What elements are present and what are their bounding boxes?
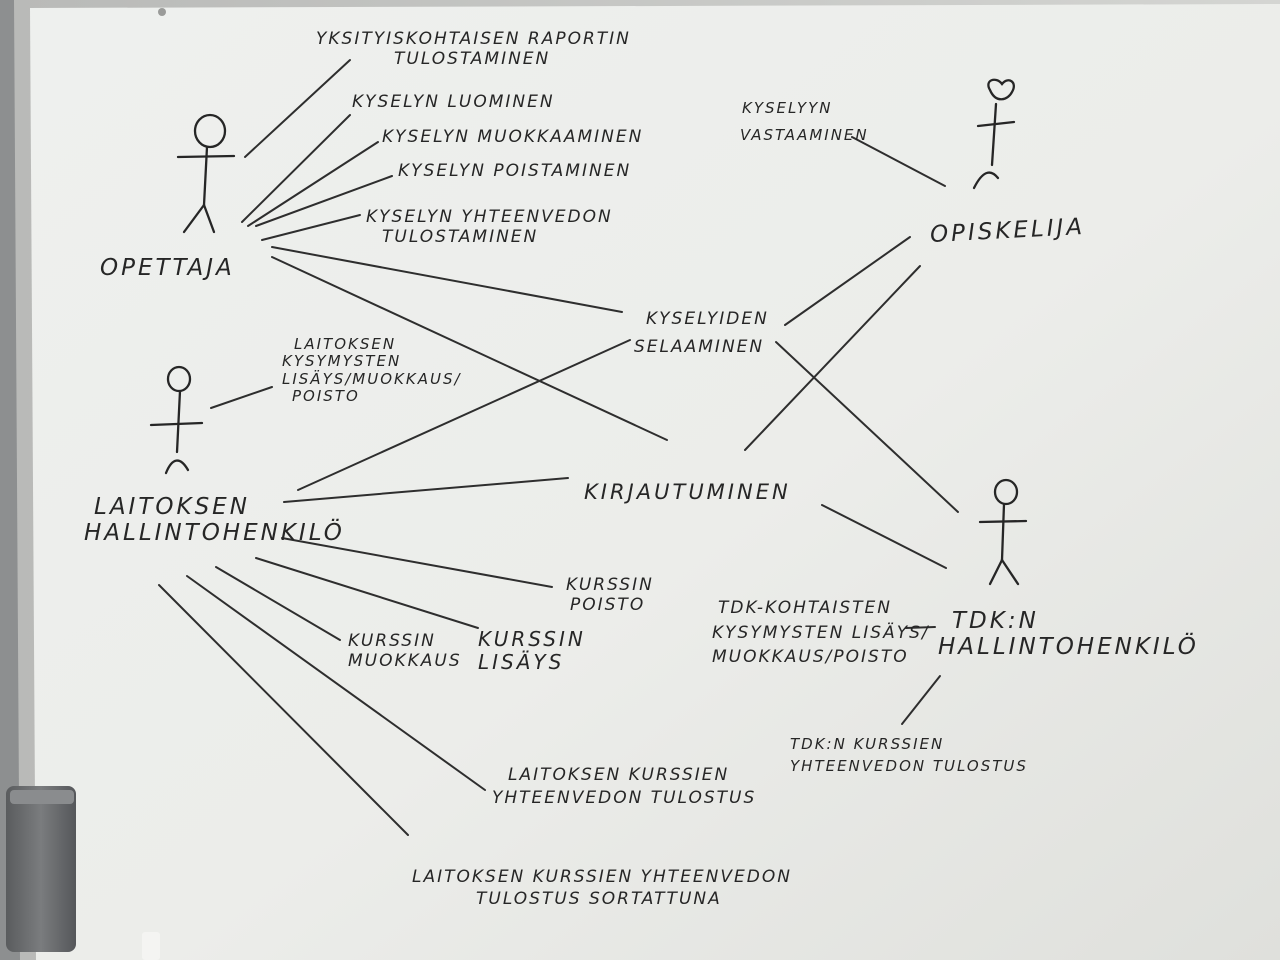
usecase-kurssin-lisays-line2: LISÄYS — [478, 650, 565, 674]
actor-label-tdk-hallintohenkilo: TDK:N HALLINTOHENKILÖ — [938, 608, 1199, 661]
usecase-kurssin-lisays-line1: KURSSIN — [478, 627, 586, 651]
usecase-raportin-tulostaminen: YKSITYISKOHTAISEN RAPORTIN TULOSTAMINEN — [316, 29, 631, 69]
usecase-kirjautuminen: KIRJAUTUMINEN — [584, 480, 791, 504]
actor-tdk-figure — [978, 478, 1028, 586]
usecase-selaaminen-line1: KYSELYIDEN — [646, 309, 769, 329]
usecase-laitos-yhteenveto-line1: LAITOKSEN KURSSIEN — [508, 765, 730, 785]
usecase-kyselyn-luominen: KYSELYN LUOMINEN — [352, 92, 555, 112]
usecase-vastaaminen-line2: VASTAAMINEN — [740, 126, 869, 145]
actor-opiskelija-figure — [972, 78, 1016, 190]
usecase-raportti-line1: YKSITYISKOHTAISEN RAPORTIN — [316, 29, 631, 49]
whiteboard-surface — [30, 4, 1280, 960]
actor-label-tdk-line1: TDK:N — [952, 608, 1039, 634]
usecase-tdk-yhteenvedon-tulostus: TDK:N KURSSIEN YHTEENVEDON TULOSTUS — [790, 734, 1028, 778]
usecase-kurssin-poisto: KURSSIN POISTO — [566, 575, 654, 615]
usecase-yhteenveto-line1: KYSELYN YHTEENVEDON — [366, 207, 613, 227]
usecase-tdk-kysymykset-line3: MUOKKAUS/POISTO — [712, 647, 909, 668]
usecase-kurssin-poisto-line2: POISTO — [570, 594, 646, 615]
usecase-tdk-yhteenveto-line1: TDK:N KURSSIEN — [790, 735, 945, 753]
usecase-kysymykset-line1: LAITOKSEN — [294, 335, 397, 353]
usecase-lajiteltu-line2: TULOSTUS SORTATTUNA — [476, 889, 722, 910]
eraser — [6, 786, 76, 952]
usecase-kysymykset-line4: POISTO — [292, 386, 360, 405]
usecase-laitos-yhteenveto-line2: YHTEENVEDON TULOSTUS — [492, 787, 757, 808]
usecase-kyselyyn-vastaaminen: KYSELYYN VASTAAMINEN — [740, 99, 869, 145]
actor-label-laitoksen-hallintohenkilo: LAITOKSEN HALLINTOHENKILÖ — [84, 494, 345, 547]
usecase-kyselyn-poistaminen: KYSELYN POISTAMINEN — [398, 161, 632, 181]
actor-label-opettaja: OPETTAJA — [100, 255, 235, 281]
usecase-kyselyn-muokkaaminen: KYSELYN MUOKKAAMINEN — [382, 127, 644, 147]
usecase-lajiteltu-tulostus: LAITOKSEN KURSSIEN YHTEENVEDON TULOSTUS … — [412, 866, 792, 910]
usecase-kyselyiden-selaaminen: KYSELYIDEN SELAAMINEN — [634, 309, 769, 357]
actor-opettaja-figure — [176, 113, 236, 234]
board-screw — [158, 8, 166, 16]
usecase-vastaaminen-line1: KYSELYYN — [742, 99, 833, 117]
usecase-laitoksen-yhteenvedon-tulostus: LAITOKSEN KURSSIEN YHTEENVEDON TULOSTUS — [492, 764, 756, 810]
usecase-raportti-line2: TULOSTAMINEN — [394, 48, 551, 69]
actor-label-laitos-line1: LAITOKSEN — [94, 494, 250, 520]
usecase-kurssin-muokkaus-line1: KURSSIN — [348, 631, 436, 651]
actor-laitos-figure — [149, 365, 204, 475]
usecase-tdk-yhteenveto-line2: YHTEENVEDON TULOSTUS — [790, 756, 1028, 775]
usecase-laitoksen-kysymykset: LAITOKSEN KYSYMYSTEN LISÄYS/MUOKKAUS/ PO… — [282, 335, 462, 405]
actor-label-laitos-line2: HALLINTOHENKILÖ — [84, 520, 345, 547]
usecase-kurssin-lisays: KURSSIN LISÄYS — [478, 628, 586, 674]
association-lines — [158, 59, 959, 836]
usecase-yhteenveto-line2: TULOSTAMINEN — [382, 226, 539, 247]
usecase-selaaminen-line2: SELAAMINEN — [634, 336, 765, 357]
usecase-kurssin-muokkaus-line2: MUOKKAUS — [348, 650, 462, 671]
usecase-tdk-kysymykset: TDK-KOHTAISTEN KYSYMYSTEN LISÄYS/ MUOKKA… — [712, 596, 930, 670]
usecase-kurssin-poisto-line1: KURSSIN — [566, 575, 654, 595]
usecase-kurssin-muokkaus: KURSSIN MUOKKAUS — [348, 631, 462, 671]
usecase-kyselyn-yhteenvedon-tulostaminen: KYSELYN YHTEENVEDON TULOSTAMINEN — [366, 207, 613, 247]
actor-label-tdk-line2: HALLINTOHENKILÖ — [938, 634, 1199, 661]
usecase-tdk-kysymykset-line1: TDK-KOHTAISTEN — [718, 598, 893, 618]
usecase-kysymykset-line2: KYSYMYSTEN — [282, 352, 402, 371]
usecase-tdk-kysymykset-line2: KYSYMYSTEN LISÄYS/ — [712, 622, 930, 643]
marker-cap — [142, 932, 160, 960]
usecase-kysymykset-line3: LISÄYS/MUOKKAUS/ — [282, 369, 462, 388]
usecase-lajiteltu-line1: LAITOKSEN KURSSIEN YHTEENVEDON — [412, 867, 792, 887]
